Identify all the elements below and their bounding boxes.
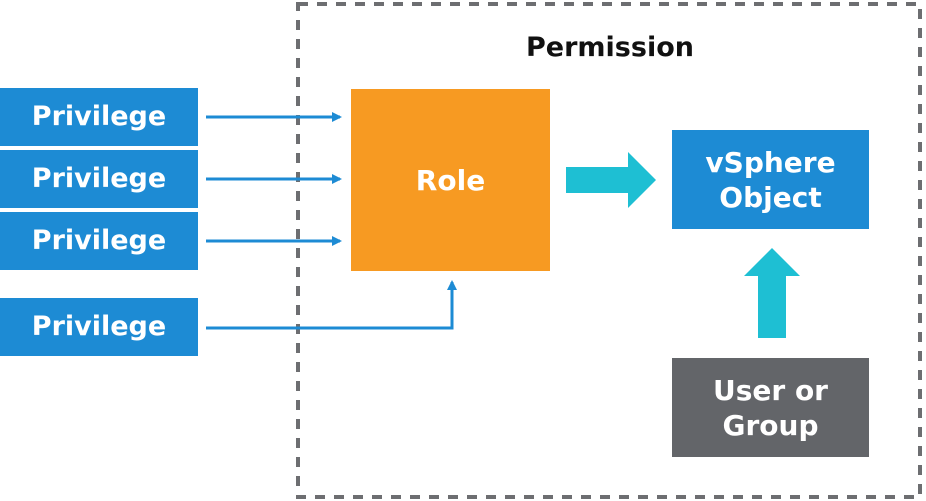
privilege-box-3: Privilege xyxy=(0,212,198,270)
vsphere-object-box: vSphere Object xyxy=(672,130,869,229)
role-label: Role xyxy=(415,163,486,197)
privilege-label: Privilege xyxy=(31,225,167,257)
role-box: Role xyxy=(351,89,550,271)
privilege-label: Privilege xyxy=(31,163,167,195)
user-or-group-box: User or Group xyxy=(672,358,869,457)
privilege-label: Privilege xyxy=(31,311,167,343)
privilege-4-arrow xyxy=(206,280,457,330)
privilege-box-4: Privilege xyxy=(0,298,198,356)
permission-container xyxy=(296,2,922,499)
vsphere-object-label: vSphere Object xyxy=(705,145,836,214)
permission-title: Permission xyxy=(526,32,694,63)
privilege-box-2: Privilege xyxy=(0,150,198,208)
privilege-box-1: Privilege xyxy=(0,88,198,146)
privilege-label: Privilege xyxy=(31,101,167,133)
role-to-object-arrow xyxy=(566,152,656,208)
user-or-group-label: User or Group xyxy=(713,373,828,442)
principal-to-object-arrow xyxy=(744,248,800,338)
